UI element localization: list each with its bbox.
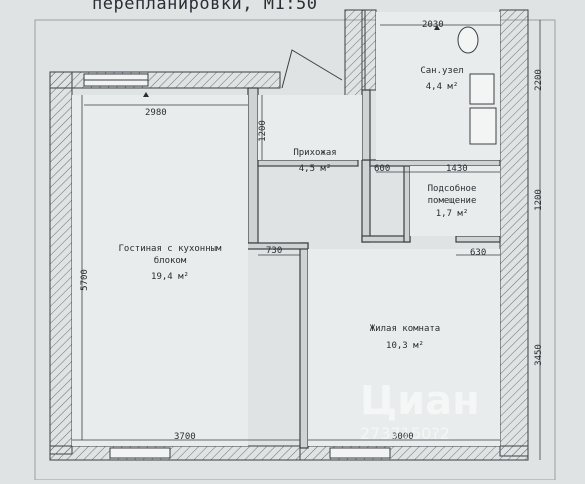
plan-title: перепланировки, М1:50 bbox=[92, 0, 318, 14]
watermark-id: 2737150?2 bbox=[360, 424, 450, 443]
level-marker-bath bbox=[434, 25, 440, 30]
level-marker-left bbox=[143, 92, 149, 97]
dim-corridor: 600 bbox=[374, 164, 391, 174]
dim-bottom-left: 3700 bbox=[174, 432, 196, 442]
dim-bottom-right: 3000 bbox=[392, 432, 414, 442]
room-living-area: 19,4 м² bbox=[151, 272, 189, 282]
watermark-brand: Циан bbox=[360, 378, 480, 424]
dim-right-top: 2200 bbox=[533, 69, 544, 91]
room-living-name-2: блоком bbox=[153, 256, 187, 266]
dim-left-height: 5700 bbox=[79, 269, 90, 291]
dim-hall-vertical: 1200 bbox=[257, 120, 268, 142]
dim-hall-bottom: 730 bbox=[266, 246, 283, 256]
window-bottom-left bbox=[109, 447, 171, 459]
dim-right-bottom: 3450 bbox=[533, 344, 544, 366]
room-hallway-area: 4,5 м² bbox=[298, 164, 332, 174]
room-living-name-1: Гостиная с кухонным bbox=[118, 244, 222, 254]
dim-window-top: 2980 bbox=[145, 108, 167, 118]
room-bathroom-area: 4,4 м² bbox=[425, 82, 459, 92]
room-utility-area: 1,7 м² bbox=[435, 209, 469, 219]
dim-util-width: 1430 bbox=[446, 164, 468, 174]
dim-right-mid: 1200 bbox=[533, 189, 544, 211]
entrance-door bbox=[281, 49, 343, 89]
dimension-lines bbox=[72, 20, 541, 460]
room-utility-name-2: помещение bbox=[427, 196, 477, 206]
bathroom-fixtures bbox=[457, 26, 497, 145]
room-utility-name-1: Подсобное bbox=[427, 184, 477, 194]
dim-top-bath: 2030 bbox=[422, 20, 444, 30]
room-bathroom-name: Сан.узел bbox=[420, 66, 464, 76]
window-bottom-right bbox=[329, 447, 391, 459]
room-bedroom-area: 10,3 м² bbox=[386, 341, 424, 351]
room-hallway-name: Прихожая bbox=[293, 148, 337, 158]
room-bedroom-name: Жилая комната bbox=[369, 324, 441, 334]
dim-util-bottom: 630 bbox=[470, 248, 487, 258]
